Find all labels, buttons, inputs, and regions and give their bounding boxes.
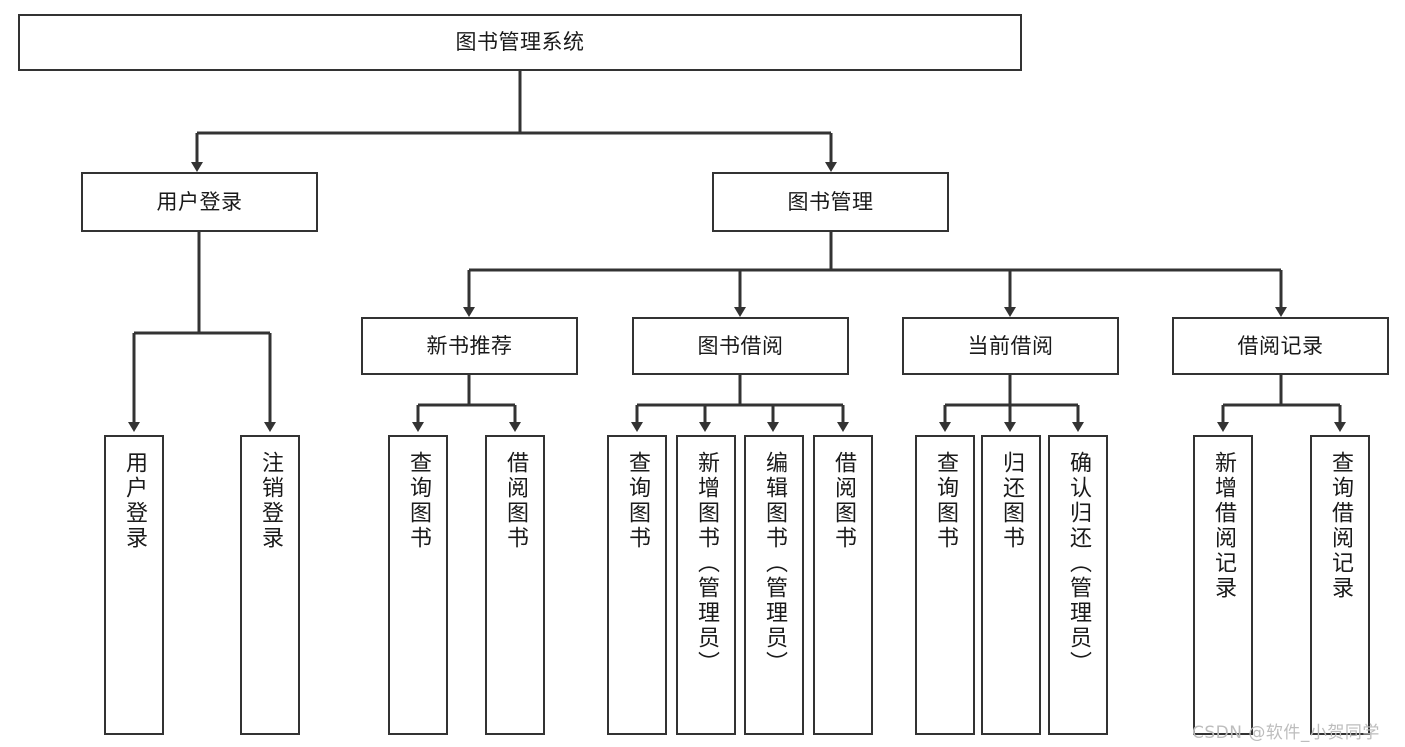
- node-leaf-borrow-book-1[interactable]: 借阅图书: [485, 435, 545, 735]
- node-leaf-add-record[interactable]: 新增借阅记录: [1193, 435, 1253, 735]
- node-leaf-logout-label: 注销登录: [258, 451, 283, 551]
- node-leaf-query-book-3[interactable]: 查询图书: [915, 435, 975, 735]
- node-leaf-confirm-return[interactable]: 确认归还（管理员）: [1048, 435, 1108, 735]
- node-leaf-query-book-1[interactable]: 查询图书: [388, 435, 448, 735]
- node-leaf-add-book[interactable]: 新增图书（管理员）: [676, 435, 736, 735]
- node-leaf-return-book[interactable]: 归还图书: [981, 435, 1041, 735]
- node-leaf-edit-book-label: 编辑图书（管理员）: [762, 451, 787, 676]
- node-leaf-query-record[interactable]: 查询借阅记录: [1310, 435, 1370, 735]
- node-leaf-borrow-book-2[interactable]: 借阅图书: [813, 435, 873, 735]
- node-leaf-add-book-label: 新增图书（管理员）: [694, 451, 719, 676]
- node-leaf-user-login-label: 用户登录: [122, 451, 147, 551]
- node-book-borrow[interactable]: 图书借阅: [632, 317, 849, 375]
- node-user-login-label: 用户登录: [156, 189, 243, 214]
- node-book-manage-label: 图书管理: [787, 189, 874, 214]
- node-leaf-query-book-2-label: 查询图书: [625, 451, 650, 551]
- node-new-book-rec-label: 新书推荐: [426, 333, 513, 358]
- node-new-book-rec[interactable]: 新书推荐: [361, 317, 578, 375]
- node-borrow-record[interactable]: 借阅记录: [1172, 317, 1389, 375]
- node-leaf-user-login[interactable]: 用户登录: [104, 435, 164, 735]
- node-leaf-edit-book[interactable]: 编辑图书（管理员）: [744, 435, 804, 735]
- node-leaf-borrow-book-1-label: 借阅图书: [503, 451, 528, 551]
- node-borrow-record-label: 借阅记录: [1237, 333, 1324, 358]
- node-leaf-borrow-book-2-label: 借阅图书: [831, 451, 856, 551]
- node-book-borrow-label: 图书借阅: [697, 333, 784, 358]
- node-root[interactable]: 图书管理系统: [18, 14, 1022, 71]
- csdn-watermark: CSDN @软件_小贺同学: [1192, 723, 1380, 743]
- node-current-borrow[interactable]: 当前借阅: [902, 317, 1119, 375]
- node-leaf-return-book-label: 归还图书: [999, 451, 1024, 551]
- node-book-manage[interactable]: 图书管理: [712, 172, 949, 232]
- node-user-login[interactable]: 用户登录: [81, 172, 318, 232]
- node-leaf-confirm-return-label: 确认归还（管理员）: [1066, 451, 1091, 676]
- node-leaf-add-record-label: 新增借阅记录: [1211, 451, 1236, 601]
- node-leaf-logout[interactable]: 注销登录: [240, 435, 300, 735]
- node-leaf-query-record-label: 查询借阅记录: [1328, 451, 1353, 601]
- node-root-label: 图书管理系统: [455, 30, 585, 55]
- node-leaf-query-book-2[interactable]: 查询图书: [607, 435, 667, 735]
- node-current-borrow-label: 当前借阅: [967, 333, 1054, 358]
- node-leaf-query-book-3-label: 查询图书: [933, 451, 958, 551]
- node-leaf-query-book-1-label: 查询图书: [406, 451, 431, 551]
